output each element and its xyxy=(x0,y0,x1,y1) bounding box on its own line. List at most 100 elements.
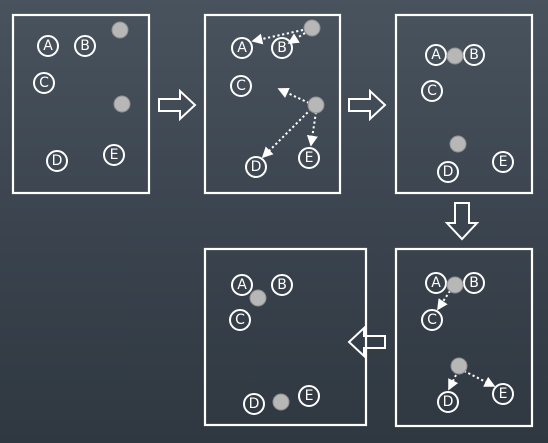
assignment-arrow-centroid-2-to-d xyxy=(448,374,459,391)
panel-frame xyxy=(11,13,151,195)
point-a: A xyxy=(37,35,59,57)
point-b: B xyxy=(74,35,96,57)
centroid-1 xyxy=(249,289,267,307)
point-c-label: C xyxy=(39,75,49,91)
point-e-circle xyxy=(298,385,320,407)
point-e-label: E xyxy=(110,147,119,163)
point-e-circle xyxy=(298,147,320,169)
panel-step-3: A B C D E xyxy=(394,13,534,195)
point-b-circle xyxy=(74,35,96,57)
centroid-1 xyxy=(111,21,129,39)
point-e: E xyxy=(492,383,514,405)
point-e: E xyxy=(103,144,125,166)
point-c: C xyxy=(229,309,251,331)
point-d-label: D xyxy=(249,396,260,412)
point-e-label: E xyxy=(305,388,314,404)
point-c: C xyxy=(421,80,443,102)
centroid-1 xyxy=(446,47,464,65)
point-a-label: A xyxy=(431,47,441,63)
point-c-label: C xyxy=(235,312,245,328)
point-e-label: E xyxy=(499,154,508,170)
assignment-arrow-centroid-1-to-b xyxy=(287,32,306,44)
panel-frame xyxy=(394,13,534,195)
point-c-circle xyxy=(230,75,252,97)
point-d: D xyxy=(46,150,68,172)
panel-step-4: A B C D E xyxy=(394,247,534,428)
point-e: E xyxy=(492,151,514,173)
point-b-label: B xyxy=(277,277,287,293)
point-d-circle xyxy=(437,161,459,183)
point-b-circle xyxy=(271,274,293,296)
centroid-2 xyxy=(272,393,290,411)
point-e-label: E xyxy=(305,150,314,166)
assignment-arrow-centroid-1-to-c xyxy=(437,290,451,311)
right-arrow-icon xyxy=(158,88,197,122)
panel-frame xyxy=(203,13,342,195)
point-d: D xyxy=(437,391,459,413)
centroid-2 xyxy=(307,96,325,114)
point-c: C xyxy=(230,75,252,97)
centroid-1 xyxy=(446,276,464,294)
point-e-label: E xyxy=(499,386,508,402)
point-a: A xyxy=(425,44,447,66)
point-c-label: C xyxy=(427,312,437,328)
point-d-label: D xyxy=(251,159,262,175)
point-d-circle xyxy=(437,391,459,413)
point-e: E xyxy=(298,147,320,169)
point-c-circle xyxy=(33,72,55,94)
point-d-circle xyxy=(245,156,267,178)
point-b-circle xyxy=(271,37,293,59)
point-a-circle xyxy=(425,272,447,294)
point-a-circle xyxy=(37,35,59,57)
point-c-label: C xyxy=(427,83,437,99)
panel-step-1: A B C D E xyxy=(11,13,151,195)
centroid-2 xyxy=(113,95,131,113)
point-e: E xyxy=(298,385,320,407)
point-c: C xyxy=(421,309,443,331)
centroid-1 xyxy=(303,19,321,37)
point-c-circle xyxy=(421,309,443,331)
point-c: C xyxy=(33,72,55,94)
assignment-arrow-centroid-1-to-a xyxy=(251,29,304,45)
panel-frame xyxy=(203,247,368,427)
point-b-label: B xyxy=(469,47,479,63)
point-a-circle xyxy=(231,274,253,296)
point-d-circle xyxy=(243,393,265,415)
point-a: A xyxy=(231,37,253,59)
centroid-2 xyxy=(450,357,468,375)
assignment-arrow-centroid-2-to-d xyxy=(261,108,312,159)
point-d-circle xyxy=(46,150,68,172)
point-a-circle xyxy=(231,37,253,59)
point-d: D xyxy=(245,156,267,178)
point-a-label: A xyxy=(43,38,53,54)
point-d-label: D xyxy=(52,153,63,169)
point-b: B xyxy=(271,274,293,296)
point-a-circle xyxy=(425,44,447,66)
point-b: B xyxy=(463,272,485,294)
point-b: B xyxy=(463,44,485,66)
point-a: A xyxy=(425,272,447,294)
down-arrow-icon xyxy=(444,202,480,241)
point-a-label: A xyxy=(431,275,441,291)
point-a: A xyxy=(231,274,253,296)
point-a-label: A xyxy=(237,40,247,56)
panel-step-2: A B C D E xyxy=(203,13,342,195)
right-arrow-icon xyxy=(348,88,387,122)
point-b-label: B xyxy=(80,38,90,54)
assignment-arrow-centroid-2-upward xyxy=(277,87,310,104)
point-e-circle xyxy=(492,383,514,405)
point-b: B xyxy=(271,37,293,59)
panel-frame xyxy=(394,247,534,428)
centroid-2 xyxy=(449,135,467,153)
point-c-label: C xyxy=(236,78,246,94)
point-e-circle xyxy=(103,144,125,166)
left-arrow-icon xyxy=(347,325,386,359)
point-d: D xyxy=(437,161,459,183)
point-b-circle xyxy=(463,44,485,66)
panel-step-5: A B C D E xyxy=(203,247,368,427)
point-b-label: B xyxy=(277,40,287,56)
point-c-circle xyxy=(421,80,443,102)
point-c-circle xyxy=(229,309,251,331)
